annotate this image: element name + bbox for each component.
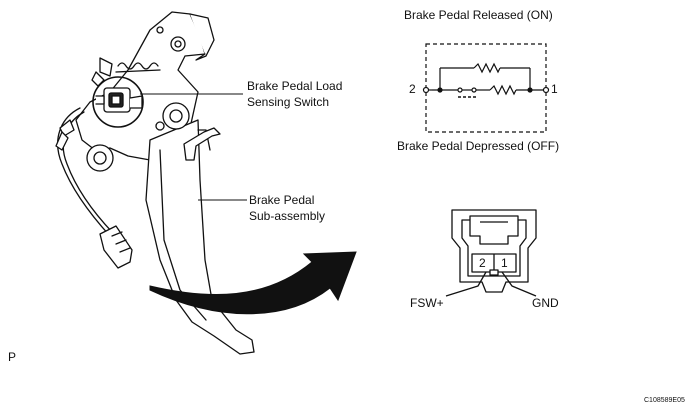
pedal-label-line1: Brake Pedal [249, 193, 315, 207]
terminal-2-label: 2 [409, 82, 416, 96]
pin-1-label: 1 [501, 256, 508, 270]
switch-schematic [422, 43, 550, 133]
fsw-label: FSW+ [410, 296, 444, 310]
pedal-label-line2: Sub-assembly [249, 209, 326, 223]
connector-front-view [445, 209, 537, 297]
terminal-1-label: 1 [551, 82, 558, 96]
load-sensing-switch-drawing [92, 76, 144, 128]
load-switch-label-line1: Brake Pedal Load [247, 79, 343, 93]
load-switch-label-line2: Sensing Switch [247, 95, 330, 109]
corner-p-label: P [8, 350, 17, 364]
figure-code-label: C108589E05 [644, 397, 685, 404]
pointer-arrow [149, 251, 357, 315]
pin-2-label: 2 [479, 256, 486, 270]
depressed-state-label: Brake Pedal Depressed (OFF) [397, 139, 560, 153]
brake-pedal-assembly-drawing [55, 11, 255, 355]
released-state-label: Brake Pedal Released (ON) [404, 8, 553, 22]
gnd-label: GND [532, 296, 559, 310]
